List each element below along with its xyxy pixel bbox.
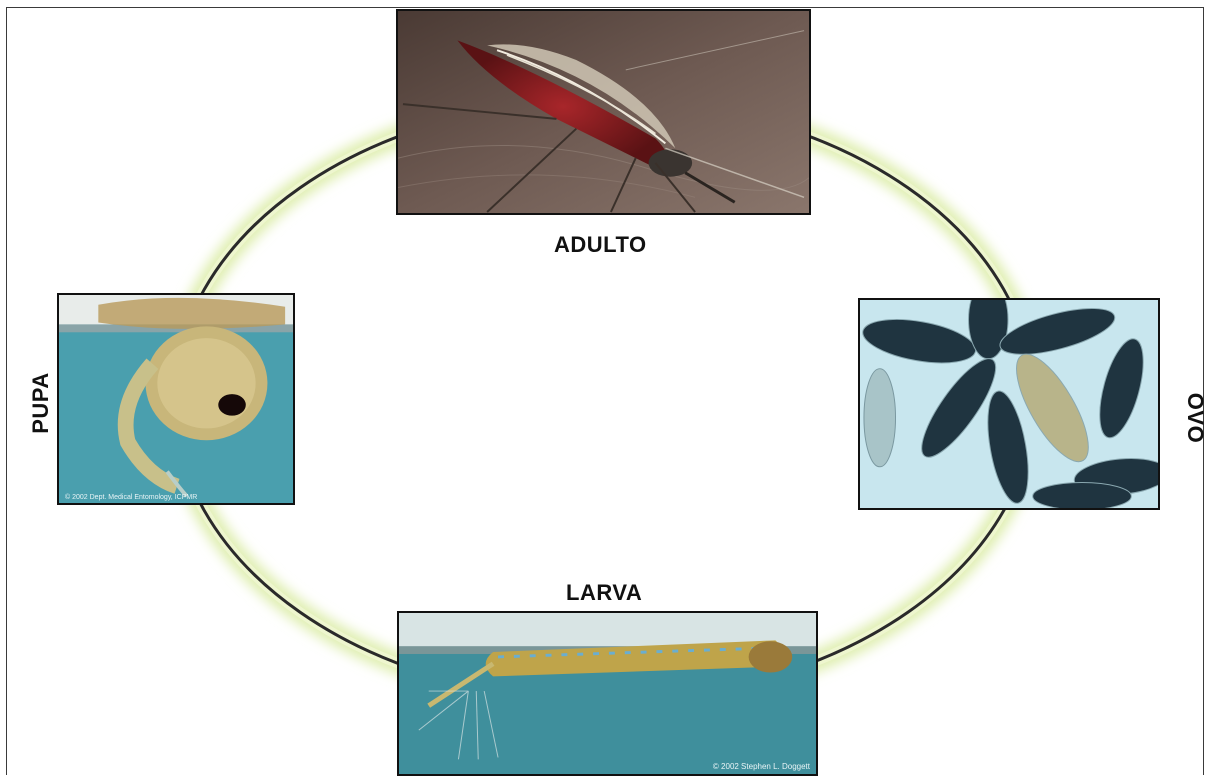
adult-stage-label: ADULTO xyxy=(554,232,647,258)
pupa-photo-credit: © 2002 Dept. Medical Entomology, ICPMR xyxy=(65,494,197,501)
larva-stage-label: LARVA xyxy=(566,580,642,606)
adult-mosquito-photo xyxy=(396,9,811,215)
larva-photo-credit: © 2002 Stephen L. Doggett xyxy=(713,762,810,771)
larva-photo: © 2002 Stephen L. Doggett xyxy=(397,611,818,776)
pupa-stage-label: PUPA xyxy=(28,372,54,434)
pupa-photo: © 2002 Dept. Medical Entomology, ICPMR xyxy=(57,293,295,505)
egg-stage-label: OVO xyxy=(1182,393,1208,443)
egg-raft-photo xyxy=(858,298,1160,510)
